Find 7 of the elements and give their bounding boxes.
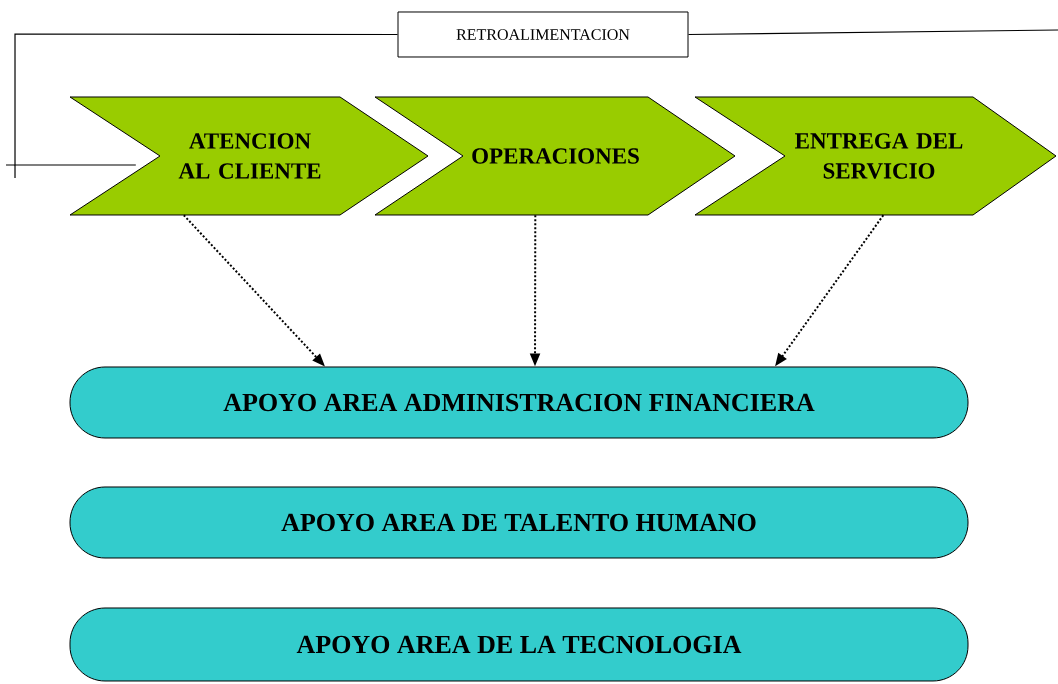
- label-box: RETROALIMENTACION: [397, 11, 689, 58]
- chevron-box: ATENCION AL CLIENTE: [69, 96, 429, 216]
- oval-box: APOYO AREA DE LA TECNOLOGIA: [69, 607, 969, 682]
- connector-line: [687, 29, 1058, 36]
- chevron-box: OPERACIONES: [374, 96, 736, 216]
- connector-line: [5, 33, 399, 179]
- chevron-box: ENTREGA DEL SERVICIO: [694, 96, 1057, 216]
